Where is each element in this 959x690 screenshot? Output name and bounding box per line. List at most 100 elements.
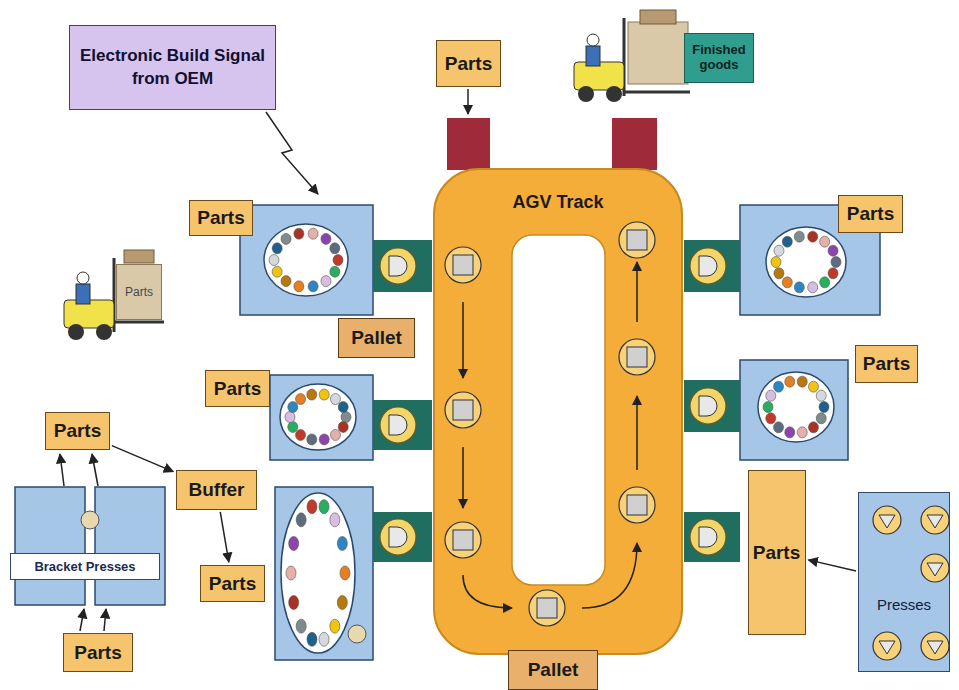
agv-load bbox=[627, 495, 647, 515]
station-dock bbox=[373, 400, 432, 450]
part-dot bbox=[794, 231, 804, 242]
part-dot bbox=[330, 394, 340, 405]
part-dot bbox=[296, 429, 306, 440]
bracket-press bbox=[95, 487, 165, 605]
pallet-fixture bbox=[389, 527, 407, 547]
part-dot bbox=[307, 434, 317, 445]
track-arrow bbox=[582, 543, 637, 608]
part-dot bbox=[338, 421, 348, 432]
node-text: Parts bbox=[74, 642, 122, 664]
parts-label: Parts bbox=[748, 470, 806, 635]
part-dot bbox=[794, 282, 804, 293]
forklift-person bbox=[76, 284, 90, 304]
flow-arrow bbox=[467, 89, 469, 114]
part-dot bbox=[766, 390, 776, 401]
part-dot bbox=[286, 566, 296, 580]
track-arrow bbox=[636, 396, 638, 470]
parts-carousel bbox=[758, 372, 834, 442]
part-dot bbox=[819, 402, 829, 413]
part-dot bbox=[808, 422, 818, 433]
part-dot bbox=[289, 596, 299, 610]
node-text: Buffer bbox=[189, 479, 245, 501]
part-dot bbox=[828, 245, 838, 256]
loading-dock bbox=[447, 118, 490, 170]
track-arrow bbox=[462, 447, 464, 508]
part-dot bbox=[341, 412, 351, 423]
pallet-fixture bbox=[389, 415, 407, 435]
part-dot bbox=[771, 257, 781, 268]
part-dot bbox=[319, 632, 329, 646]
node-text: Pallet bbox=[528, 659, 579, 681]
dock-pallet bbox=[690, 388, 726, 424]
track-arrow bbox=[462, 302, 464, 378]
agv-load bbox=[453, 530, 473, 550]
flow-arrow bbox=[80, 609, 84, 631]
forklift-person bbox=[586, 46, 600, 66]
node-text: Parts bbox=[125, 285, 153, 299]
node-text: Parts bbox=[847, 203, 895, 225]
workstation bbox=[270, 375, 373, 460]
part-dot bbox=[330, 513, 340, 527]
agv-pallet bbox=[619, 339, 655, 375]
part-dot bbox=[307, 632, 317, 646]
track-center bbox=[512, 235, 605, 585]
agv-load bbox=[453, 255, 473, 275]
agv-pallet bbox=[619, 222, 655, 258]
part-dot bbox=[272, 243, 282, 254]
pallet-label: Pallet bbox=[508, 650, 598, 690]
forklift-fork bbox=[114, 321, 164, 324]
agv-track: AGV Track bbox=[433, 168, 683, 655]
press-label: Bracket Presses bbox=[10, 553, 160, 580]
part-dot bbox=[763, 402, 773, 413]
press-symbol bbox=[921, 632, 949, 660]
part-dot bbox=[774, 245, 784, 256]
forklift-wheel bbox=[68, 324, 84, 340]
agv-pallet bbox=[619, 487, 655, 523]
track-arrow bbox=[463, 575, 512, 608]
flow-arrow bbox=[104, 609, 106, 631]
node-text: Bracket Presses bbox=[34, 559, 135, 574]
part-dot bbox=[308, 281, 318, 292]
parts-label: Parts bbox=[200, 565, 265, 602]
flow-arrow bbox=[92, 454, 98, 486]
part-dot bbox=[296, 619, 306, 633]
press-symbol bbox=[873, 506, 901, 534]
press-symbol bbox=[921, 554, 949, 582]
part-dot bbox=[294, 281, 304, 292]
agv-pallets bbox=[445, 222, 655, 626]
press-area: Presses bbox=[858, 492, 950, 672]
dock-pallet bbox=[380, 519, 416, 555]
part-dot bbox=[330, 243, 340, 254]
part-dot bbox=[285, 412, 295, 423]
node-text: Parts bbox=[209, 573, 257, 595]
dock-pallet bbox=[690, 248, 726, 284]
part-dot bbox=[308, 228, 318, 239]
station-dock bbox=[684, 240, 740, 292]
part-dot bbox=[330, 266, 340, 277]
parts-carousel bbox=[264, 224, 348, 296]
node-text: Electronic Build Signal from OEM bbox=[76, 45, 269, 89]
parts-label: Parts bbox=[189, 200, 253, 236]
part-dot bbox=[785, 427, 795, 438]
parts-label: Parts bbox=[855, 345, 918, 383]
part-dot bbox=[269, 255, 279, 266]
part-dot bbox=[296, 513, 306, 527]
press-symbols bbox=[873, 506, 949, 660]
press-triangle bbox=[879, 641, 895, 654]
part-dot bbox=[288, 421, 298, 432]
part-dot bbox=[281, 233, 291, 244]
parts-carousel bbox=[766, 227, 846, 297]
part-dot bbox=[774, 268, 784, 279]
node-text: Finished goods bbox=[685, 43, 753, 73]
node-text: Parts bbox=[214, 378, 262, 400]
part-dot bbox=[766, 413, 776, 424]
flow-arrow bbox=[60, 454, 64, 486]
cargo-box bbox=[640, 10, 676, 24]
workstation bbox=[740, 360, 848, 460]
part-dot bbox=[319, 389, 329, 400]
finished-goods-box: Finished goods bbox=[684, 33, 754, 83]
node-text: Parts bbox=[753, 542, 801, 564]
workstation bbox=[275, 487, 373, 660]
part-dot bbox=[808, 231, 818, 242]
